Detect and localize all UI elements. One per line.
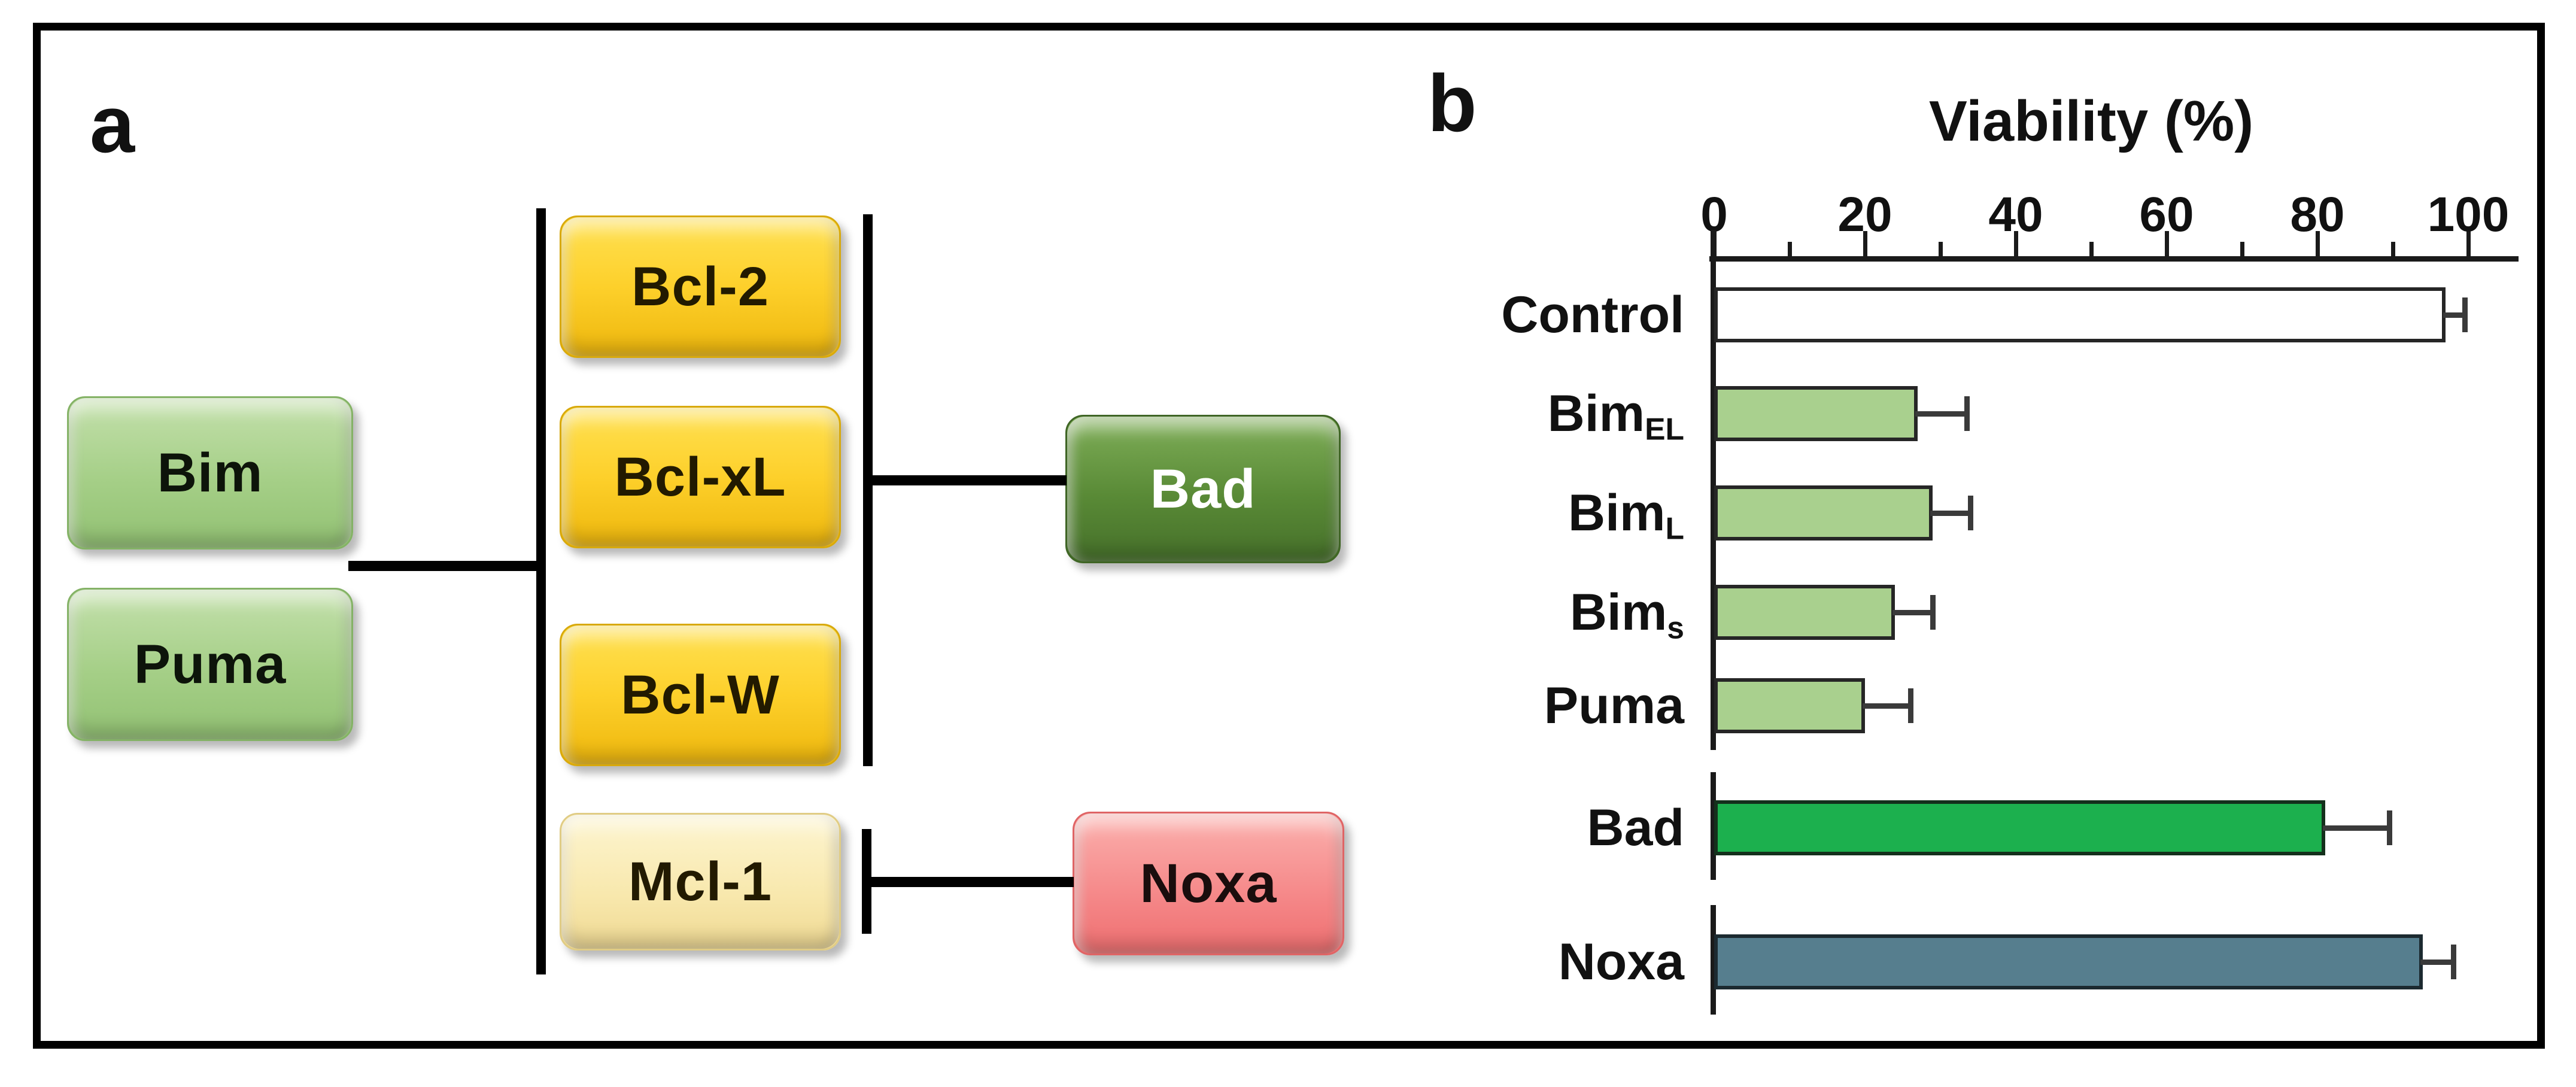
inhibition-tbar-icon xyxy=(862,829,871,934)
bar-noxa xyxy=(1714,934,2423,989)
bar-row-label-text: Bim xyxy=(1569,584,1667,641)
bar-row-label-subscript: EL xyxy=(1645,411,1684,447)
bracket-left xyxy=(536,208,546,974)
diagram-box-bad: Bad xyxy=(1065,415,1341,563)
x-axis-tick-label: 60 xyxy=(2139,187,2194,242)
error-whisker-bims xyxy=(1892,610,1933,615)
error-whisker-bad xyxy=(2322,825,2389,831)
x-axis-major-tick xyxy=(2014,231,2018,260)
x-axis-minor-tick xyxy=(2240,242,2244,260)
error-whisker-control xyxy=(2443,312,2465,318)
y-axis-segment xyxy=(1711,772,1716,880)
x-axis-major-tick xyxy=(2316,231,2320,260)
bar-row-label-text: Puma xyxy=(1544,677,1684,734)
diagram-box-bad-label: Bad xyxy=(1150,458,1256,520)
panel-b-label: b xyxy=(1427,58,1477,148)
bar-row-label-text: Bim xyxy=(1547,385,1645,442)
bar-biml xyxy=(1714,485,1933,541)
bar-bad xyxy=(1714,800,2325,855)
bar-row-label-bims: Bims xyxy=(1325,576,1684,663)
x-axis-tick-label: 80 xyxy=(2290,187,2345,242)
connector-bad xyxy=(871,475,1067,485)
x-axis-line xyxy=(1709,256,2519,262)
diagram-box-bclxl-label: Bcl-xL xyxy=(614,446,786,508)
bracket-right xyxy=(863,214,873,766)
connector-noxa-to-mcl1 xyxy=(870,877,1074,887)
panel-a-label: a xyxy=(90,79,135,169)
bar-row-label-biml: BimL xyxy=(1325,477,1684,564)
diagram-box-bcl2: Bcl-2 xyxy=(560,215,841,358)
diagram-box-bclw-label: Bcl-W xyxy=(621,664,780,725)
diagram-box-bim: Bim xyxy=(67,396,353,549)
diagram-box-mcl1: Mcl-1 xyxy=(560,813,841,951)
error-whisker-bimel xyxy=(1915,411,1967,417)
chart-title: Viability (%) xyxy=(1928,89,2254,153)
x-axis-major-tick xyxy=(2466,231,2471,260)
bar-row-label-text: Noxa xyxy=(1558,933,1684,991)
bar-row-label-bad: Bad xyxy=(1325,792,1684,864)
diagram-box-bim-label: Bim xyxy=(157,442,263,503)
bar-bims xyxy=(1714,585,1895,640)
bar-row-label-control: Control xyxy=(1325,279,1684,351)
diagram-box-puma: Puma xyxy=(67,588,353,741)
diagram-box-puma-label: Puma xyxy=(133,633,287,695)
x-axis-minor-tick xyxy=(2089,242,2094,260)
bar-row-label-noxa: Noxa xyxy=(1325,926,1684,998)
error-whisker-puma xyxy=(1863,703,1910,709)
x-axis-tick-label: 40 xyxy=(1988,187,2043,242)
bar-puma xyxy=(1714,678,1865,733)
x-axis-minor-tick xyxy=(1788,242,1792,260)
diagram-box-bclw: Bcl-W xyxy=(560,624,841,766)
bar-row-label-text: Bad xyxy=(1587,799,1684,857)
y-axis-segment xyxy=(1711,230,1716,750)
error-whisker-noxa xyxy=(2420,960,2453,965)
error-cap-control xyxy=(2462,297,2468,332)
bar-bimel xyxy=(1714,386,1918,441)
x-axis-major-tick xyxy=(2165,231,2169,260)
error-cap-noxa xyxy=(2450,945,2456,979)
bar-row-label-subscript: s xyxy=(1667,610,1684,645)
error-cap-puma xyxy=(1907,688,1913,723)
x-axis-tick-label: 100 xyxy=(2427,187,2510,242)
error-whisker-biml xyxy=(1930,511,1971,516)
bar-row-label-text: Bim xyxy=(1568,484,1666,542)
diagram-box-noxa-label: Noxa xyxy=(1140,852,1277,914)
diagram-box-mcl1-label: Mcl-1 xyxy=(628,851,773,912)
diagram-box-bcl2-label: Bcl-2 xyxy=(631,256,769,317)
bar-control xyxy=(1714,287,2446,342)
x-axis-minor-tick xyxy=(1939,242,1943,260)
bar-row-label-text: Control xyxy=(1501,286,1684,344)
error-cap-bad xyxy=(2386,810,2392,845)
x-axis-tick-label: 20 xyxy=(1837,187,1892,242)
bar-row-label-puma: Puma xyxy=(1325,670,1684,742)
error-cap-bims xyxy=(1930,595,1936,630)
x-axis-minor-tick xyxy=(2391,242,2395,260)
bar-row-label-subscript: L xyxy=(1665,511,1684,546)
diagram-box-bclxl: Bcl-xL xyxy=(560,406,841,548)
x-axis-major-tick xyxy=(1863,231,1867,260)
diagram-box-noxa: Noxa xyxy=(1073,812,1344,955)
connector-bim-puma-to-group xyxy=(348,561,541,571)
error-cap-bimel xyxy=(1964,396,1970,431)
error-cap-biml xyxy=(1968,496,1974,530)
bar-row-label-bimel: BimEL xyxy=(1325,378,1684,464)
y-axis-segment xyxy=(1711,905,1716,1015)
